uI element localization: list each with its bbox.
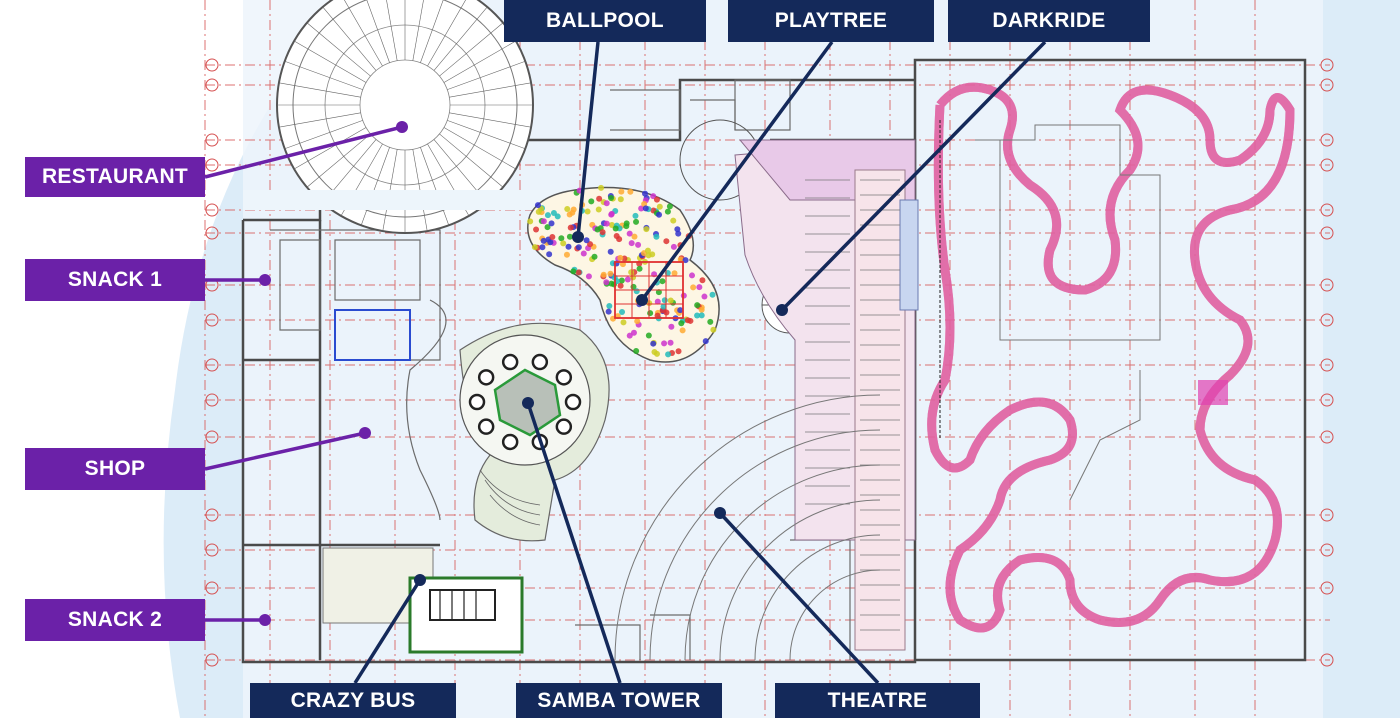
ballpool-pointer xyxy=(576,41,600,238)
darkride-pointer xyxy=(780,40,1047,312)
crazybus-pointer xyxy=(353,579,422,684)
restaurant-label: RESTAURANT xyxy=(25,157,205,197)
crazy-bus-area xyxy=(322,547,524,654)
ballpool-area xyxy=(527,184,720,363)
playtree-pointer xyxy=(640,40,834,302)
darkride-label: DARKRIDE xyxy=(948,0,1150,42)
theatre-seating xyxy=(734,139,919,651)
restaurant-pointer xyxy=(204,125,403,179)
shop-pointer xyxy=(204,431,366,471)
shop-label: SHOP xyxy=(25,448,205,490)
darkride-track xyxy=(932,87,1295,628)
sambatower-pointer xyxy=(526,402,622,684)
theatre-label: THEATRE xyxy=(775,683,980,718)
playtree-label: PLAYTREE xyxy=(728,0,934,42)
theatre-arcs xyxy=(614,394,881,661)
theatre-pointer xyxy=(718,511,880,685)
ballpool-label: BALLPOOL xyxy=(504,0,706,42)
restaurant-dome xyxy=(243,0,563,234)
crazybus-label: CRAZY BUS xyxy=(250,683,456,718)
snack2-label: SNACK 2 xyxy=(25,599,205,641)
sambatower-label: SAMBA TOWER xyxy=(516,683,722,718)
pointer-lines xyxy=(204,40,1047,685)
pointer-dots xyxy=(259,121,788,626)
snack1-label: SNACK 1 xyxy=(25,259,205,301)
